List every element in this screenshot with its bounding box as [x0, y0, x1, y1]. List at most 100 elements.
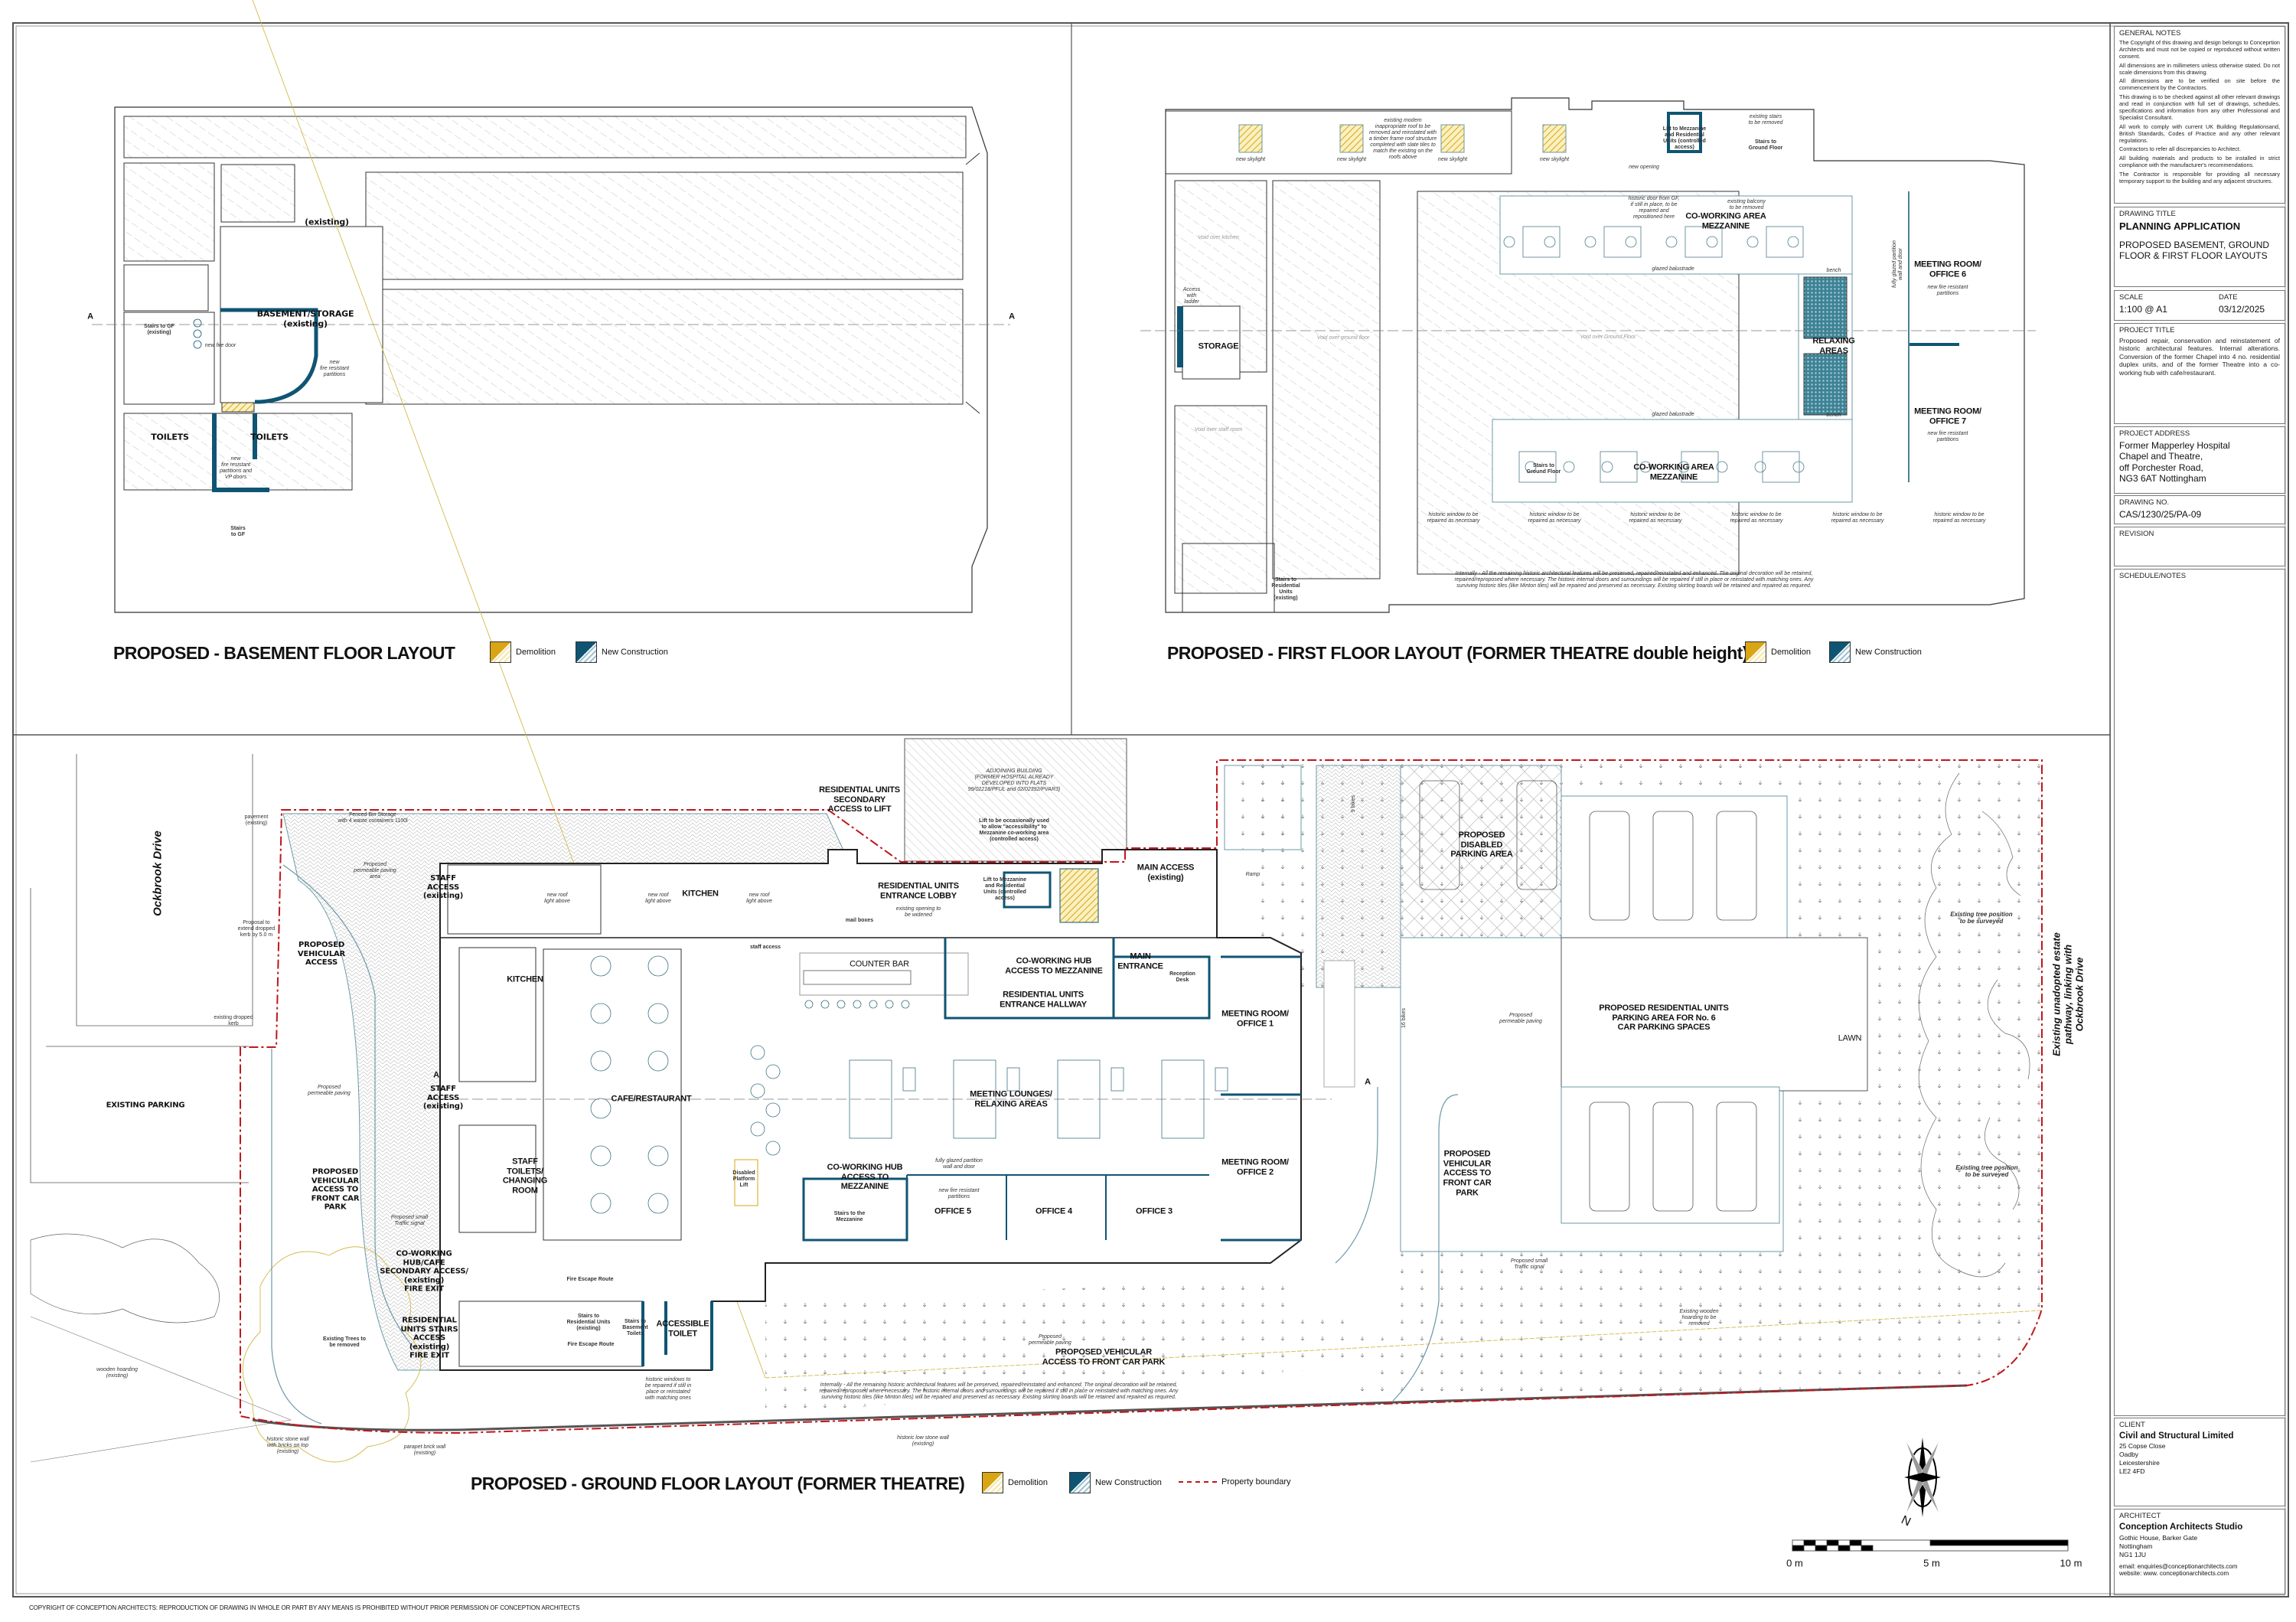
new-construction-swatch: [576, 641, 597, 663]
room-kitchen-left: KITCHEN: [507, 974, 543, 984]
skylight-label: new skylight: [1437, 156, 1468, 162]
scale-bar: [1792, 1539, 2069, 1552]
note-traffic-signal: Proposed small Traffic signal: [390, 1214, 429, 1226]
note-ramp: Ramp: [1245, 871, 1261, 877]
schedule-notes: SCHEDULE/NOTES: [2114, 569, 2285, 1416]
room-basement-storage: BASEMENT/STORAGE (existing): [256, 308, 354, 328]
coffee-table-icon: [1215, 1067, 1228, 1092]
platform-lift: Disabled Platform Lift: [732, 1170, 755, 1189]
note-paragraph: This drawing is to be checked against al…: [2119, 93, 2280, 121]
copyright-notice: COPYRIGHT OF CONCEPTION ARCHITECTS: REPR…: [29, 1604, 580, 1611]
note-perm-paving: Proposed permeable paving: [1499, 1012, 1542, 1024]
lift-note: Lift to be occasionally used to allow "a…: [979, 818, 1049, 843]
table-icon: [647, 1193, 669, 1214]
legend-demolition: Demolition: [982, 1472, 1048, 1493]
note-access-ladder: Access with ladder: [1182, 286, 1201, 305]
room-toilets-right: TOILETS: [250, 432, 289, 442]
drawing-number-value: CAS/1230/25/PA-09: [2119, 509, 2202, 520]
architect-website[interactable]: website: www. conceptionarchitects.com: [2119, 1570, 2229, 1578]
address-line: Chapel and Theatre,: [2119, 451, 2203, 462]
project-title-value: Proposed repair, conservation and reinst…: [2119, 337, 2280, 377]
chair-icon: [1678, 461, 1690, 473]
existing-parking: EXISTING PARKING: [106, 1101, 185, 1110]
stairs-basement: Stairs to Basement Toilets: [622, 1318, 648, 1337]
note-partitions: new fire resistant partitions: [938, 1187, 980, 1199]
desk: [1603, 226, 1642, 258]
section-marker: A: [433, 1070, 439, 1080]
stairs-gf-existing: Stairs to GF (existing): [144, 323, 174, 335]
address-line: off Porchester Road,: [2119, 462, 2203, 473]
lounge-sofa-icon: [849, 1059, 892, 1139]
main-access: MAIN ACCESS (existing): [1137, 863, 1195, 882]
chair-icon: [1754, 461, 1766, 473]
bar-stool-icon: [837, 1000, 846, 1009]
section-heading: CLIENT: [2119, 1421, 2145, 1429]
note-bikes-16: 16 bikes: [1401, 1007, 1407, 1029]
fire-escape-route: Fire Escape Route: [567, 1341, 615, 1347]
section-heading: DATE: [2219, 293, 2238, 302]
stairs-gf-bottom: Stairs to Ground Floor: [1526, 462, 1561, 475]
room-coworking-bottom: CO-WORKING AREA MEZZANINE: [1633, 462, 1714, 481]
skylight-icon: [1542, 124, 1567, 153]
bar-stool-icon: [901, 1000, 910, 1009]
car-icon: [1716, 811, 1757, 921]
section-heading: PROJECT ADDRESS: [2119, 429, 2190, 438]
scale-label-5: 5 m: [1923, 1557, 1940, 1569]
address-line: Former Mapperley Hospital: [2119, 440, 2230, 451]
first-floor-plan: [1165, 97, 2025, 613]
note-new-opening: new opening: [1629, 164, 1659, 170]
client: CLIENT Civil and Structural Limited 25 C…: [2114, 1418, 2285, 1506]
note-bench: bench: [1826, 267, 1841, 273]
room-cafe-restaurant: CAFE/RESTAURANT: [611, 1094, 692, 1104]
chair-icon: [1639, 461, 1652, 473]
note-vp-doors: new fire resistant partitions and VP doo…: [219, 455, 253, 481]
legend-label: Demolition: [1008, 1478, 1048, 1487]
desk: [1518, 451, 1557, 483]
table-icon: [590, 1098, 612, 1119]
car-icon: [1589, 811, 1630, 921]
demolition-swatch: [1745, 641, 1766, 663]
table-icon: [647, 955, 669, 977]
bar-stool-icon: [820, 1000, 830, 1009]
desk: [1681, 451, 1719, 483]
note-stone-wall: historic stone wall with bricks on top (…: [266, 1436, 309, 1455]
table-icon: [765, 1064, 781, 1079]
skylight-label: new skylight: [1539, 156, 1570, 162]
section-heading: SCHEDULE/NOTES: [2119, 572, 2187, 580]
legend-new-construction: New Construction: [1069, 1472, 1162, 1493]
property-boundary-swatch: [1179, 1481, 1217, 1483]
room-cowork-access-bottom: CO-WORKING HUB ACCESS TO MEZZANINE: [827, 1163, 903, 1192]
staff-access-note: staff access: [749, 944, 781, 950]
skylight-icon: [1440, 124, 1465, 153]
coffee-table-icon: [1006, 1067, 1020, 1092]
vehicular-access-front-bottom: PROPOSED VEHICULAR ACCESS TO FRONT CAR P…: [1042, 1347, 1166, 1366]
void-ground-2: Void over Ground Floor: [1580, 334, 1636, 340]
table-icon: [750, 1045, 765, 1060]
client-address-line: 25 Copse Close: [2119, 1442, 2166, 1450]
section-marker: A: [1009, 312, 1015, 321]
note-balustrade: glazed balustrade: [1652, 411, 1694, 417]
desk: [1522, 226, 1561, 258]
architect-address-line: Nottingham: [2119, 1542, 2153, 1551]
note-hist-windows: historic windows to be repaired if still…: [644, 1376, 692, 1402]
table-icon: [647, 1003, 669, 1024]
room-storage: STORAGE: [1198, 341, 1239, 351]
architect-email[interactable]: email: enquiries@conceptionarchitects.co…: [2119, 1563, 2238, 1571]
chair-icon: [1584, 236, 1596, 248]
table-icon: [750, 1121, 765, 1137]
section-heading: GENERAL NOTES: [2119, 29, 2181, 38]
address-line: NG3 6AT Nottingham: [2119, 473, 2206, 485]
counter-bar: COUNTER BAR: [850, 959, 909, 969]
chair-icon: [1563, 461, 1575, 473]
note-hist-window: historic window to be repaired as necess…: [1932, 511, 1986, 524]
chair-icon: [1625, 236, 1637, 248]
car-icon: [1516, 780, 1557, 890]
drawing-title: DRAWING TITLE PLANNING APPLICATION PROPO…: [2114, 207, 2285, 287]
fire-escape-route: Fire Escape Route: [566, 1276, 614, 1282]
road-ockbrook-drive: Ockbrook Drive: [151, 831, 165, 916]
ground-floor-internal-note: Internally - All the remaining historic …: [819, 1382, 1179, 1401]
demolition-swatch: [982, 1472, 1003, 1493]
room-accessible-toilet: ACCESSIBLE TOILET: [656, 1319, 709, 1338]
note-glazed: fully glazed partition wall and door: [935, 1157, 983, 1170]
note-fully-glazed: fully glazed partition wall and door: [1891, 240, 1903, 288]
